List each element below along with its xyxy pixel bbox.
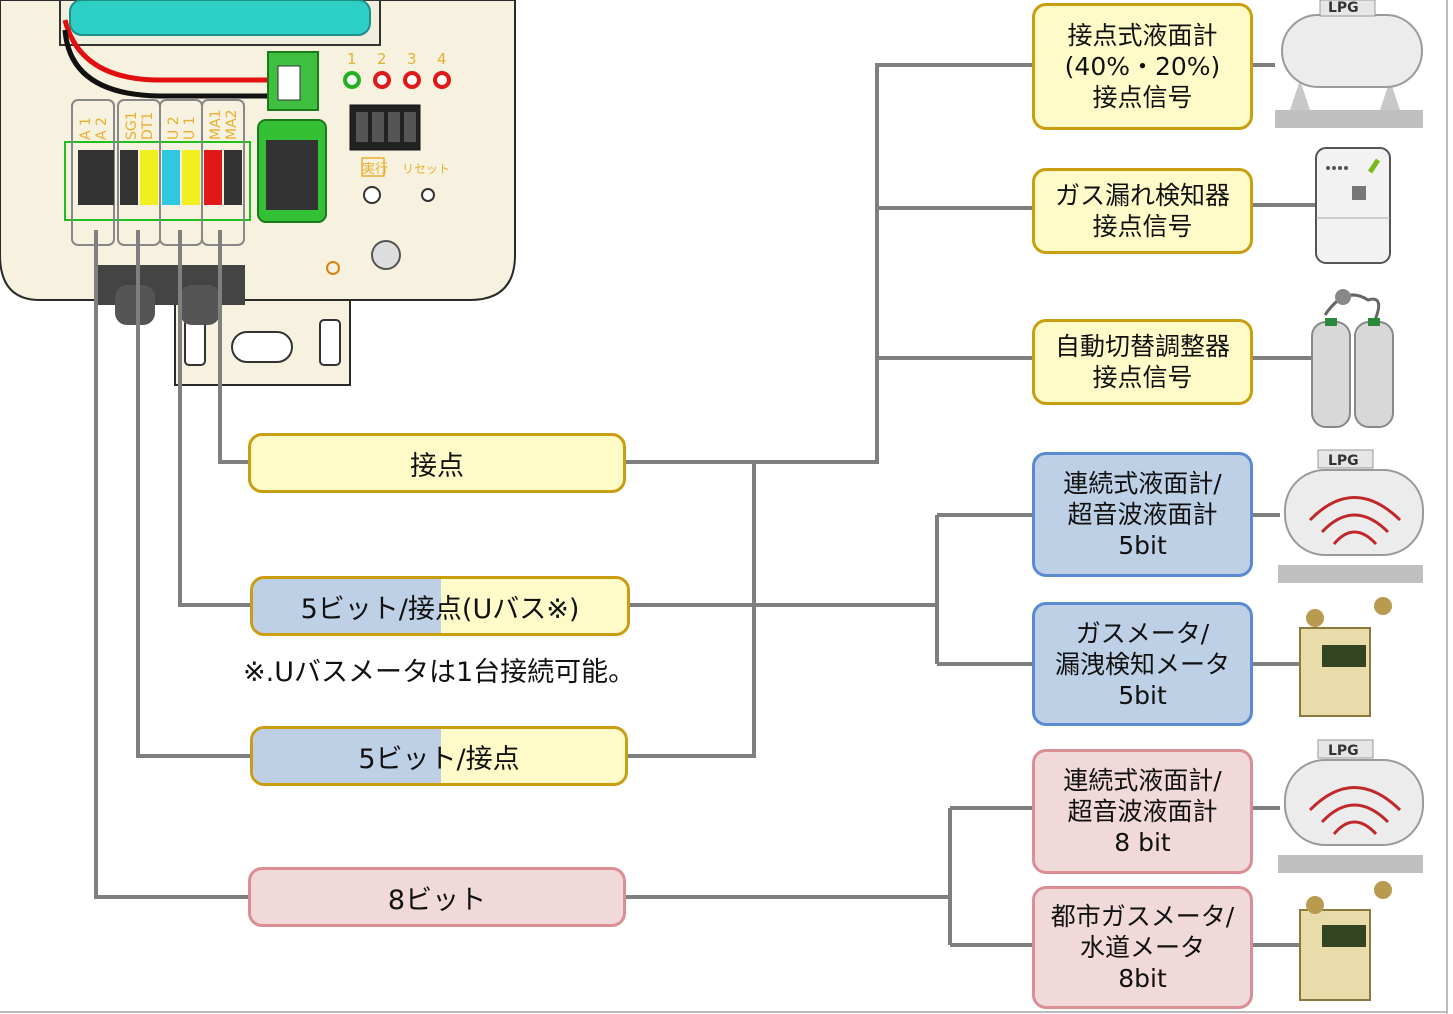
led-3-icon <box>403 71 421 89</box>
city-gas-water-meter-box: 都市ガスメータ/ 水道メータ 8bit <box>1032 886 1253 1009</box>
five-bit-hub-text: 5ビット/接点 <box>358 737 519 776</box>
contact-segment <box>441 579 627 633</box>
lpg-tank-ultrasonic-8bit-icon: LPG <box>1278 739 1424 873</box>
contact-hub: 接点 <box>248 433 626 493</box>
lpg-tank-ultrasonic-icon: LPG <box>1278 449 1424 583</box>
terminal-block: A 1A 2 SG1DT1 U 2U 1 MA1MA2 <box>64 99 251 246</box>
five-bit-ubus-label-right: 接点(Uバス※) <box>407 593 580 625</box>
wiring-lines <box>94 63 1315 947</box>
reset-label: リセット <box>402 162 450 176</box>
lpg-label-3: LPG <box>1328 743 1359 759</box>
terminal-board: 1 2 3 4 実行 リセット <box>0 0 516 386</box>
led-2-icon <box>373 71 391 89</box>
terminal-label-u: U 2U 1 <box>166 116 198 140</box>
five-bit-label-left: 5ビット/ <box>358 743 466 775</box>
gas-meter-5bit-box: ガスメータ/ 漏洩検知メータ 5bit <box>1032 602 1253 726</box>
gas-leak-detector-box: ガス漏れ検知器 接点信号 <box>1032 168 1253 254</box>
auto-switch-regulator-box: 自動切替調整器 接点信号 <box>1032 319 1253 405</box>
five-bit-ubus-hub-text: 5ビット/接点(Uバス※) <box>301 587 580 626</box>
led-number-1: 1 <box>347 50 357 68</box>
ubus-note: ※.Uバスメータは1台接続可能。 <box>243 657 636 688</box>
continuous-gauge-8bit-box: 連続式液面計/ 超音波液面計 8 bit <box>1032 749 1253 874</box>
five-bit-hub: 5ビット/接点 <box>250 726 628 786</box>
city-gas-meter-icon <box>1299 881 1392 1001</box>
float-gauge-box: 接点式液面計 (40%・20%) 接点信号 <box>1032 3 1253 130</box>
lpg-tank-icon: LPG <box>1275 0 1423 128</box>
eight-bit-hub: 8ビット <box>248 867 626 927</box>
five-bit-segment-2 <box>253 729 441 783</box>
terminal-label-a: A 1A 2 <box>78 117 110 140</box>
five-bit-ubus-hub: 5ビット/接点(Uバス※) <box>250 576 630 636</box>
terminal-label-sg: SG1DT1 <box>124 111 156 140</box>
five-bit-label-right: 接点 <box>465 743 520 775</box>
gas-cylinders-icon <box>1311 289 1394 428</box>
exec-label: 実行 <box>362 161 388 177</box>
eight-bit-hub-label: 8ビット <box>387 884 487 916</box>
five-bit-segment <box>253 579 441 633</box>
led-number-4: 4 <box>437 50 447 68</box>
lpg-label-1: LPG <box>1328 0 1359 16</box>
continuous-gauge-5bit-box: 連続式液面計/ 超音波液面計 5bit <box>1032 452 1253 577</box>
contact-segment-2 <box>441 729 625 783</box>
exec-button-icon <box>363 186 381 204</box>
reset-button-icon <box>421 188 435 202</box>
led-1-icon <box>343 71 361 89</box>
lpg-label-2: LPG <box>1328 453 1359 469</box>
led-4-icon <box>433 71 451 89</box>
gas-meter-icon <box>1299 597 1392 717</box>
contact-hub-label: 接点 <box>410 450 464 482</box>
five-bit-ubus-label-left: 5ビット/ <box>300 593 408 625</box>
gas-leak-detector-icon <box>1315 147 1391 264</box>
terminal-label-ma: MA1MA2 <box>208 109 240 140</box>
led-number-2: 2 <box>377 50 387 68</box>
led-number-3: 3 <box>407 50 417 68</box>
